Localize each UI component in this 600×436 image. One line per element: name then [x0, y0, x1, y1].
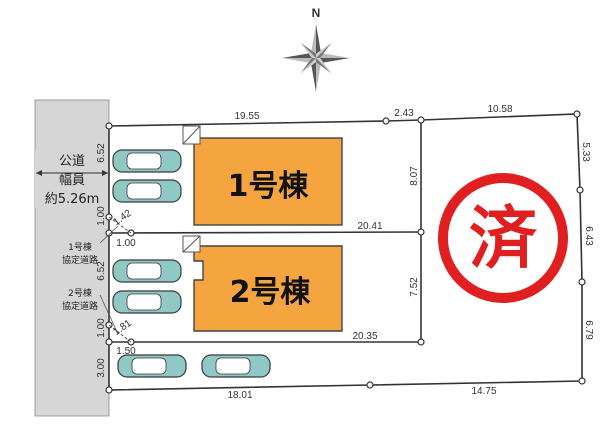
shared-road-2-line1: 2号棟	[68, 287, 92, 299]
dim-diag2: 1.81	[111, 318, 134, 338]
dim-bottom-right: 14.75	[471, 386, 496, 397]
car-icon	[112, 149, 182, 173]
shared-road-1-line1: 1号棟	[68, 241, 92, 253]
road-label-line2: 幅員	[59, 173, 85, 188]
dim-diag1: 1.42	[111, 208, 134, 228]
dim-right-lower: 6.79	[583, 320, 594, 340]
dim-right-upper: 5.33	[580, 142, 591, 162]
car-icon	[201, 354, 271, 378]
building-1: 1号棟	[182, 125, 343, 226]
dim-right-mid: 6.43	[583, 226, 594, 246]
car-icon	[112, 259, 182, 283]
shared-road-leaders	[99, 225, 119, 335]
building-2-label: 2号棟	[230, 275, 312, 310]
sold-stamp: 済	[438, 173, 568, 303]
dim-top-left: 19.55	[234, 111, 259, 122]
dim-mid-vertical-lower: 7.52	[409, 277, 420, 297]
dim-left-gap2: 1.00	[96, 318, 107, 338]
dim-left-lot1: 6.52	[96, 143, 107, 163]
road-label-line1: 公道	[59, 154, 85, 169]
shared-road-1-line2: 協定道路	[62, 254, 98, 266]
car-icon	[117, 354, 187, 378]
road-label-line3: 約5.26m	[45, 192, 100, 207]
dim-lot2-bottom: 20.35	[352, 331, 377, 342]
dim-top-mid: 2.43	[394, 108, 414, 119]
dim-bottom-left: 18.01	[227, 390, 252, 401]
dim-top-right: 10.58	[487, 104, 512, 115]
road-width-label: 公道 幅員 約5.26m	[35, 150, 109, 208]
dim-inner1: 1.00	[116, 238, 136, 249]
car-icon	[112, 290, 182, 314]
building-2: 2号棟	[182, 235, 343, 332]
building-1-label: 1号棟	[228, 169, 310, 204]
dim-left-bottom: 3.00	[96, 358, 107, 378]
dim-lot1-bottom: 20.41	[357, 221, 382, 232]
dim-inner2: 1.50	[116, 346, 136, 357]
dim-left-gap1: 1.00	[96, 206, 107, 226]
shared-road-lines	[108, 216, 132, 343]
dim-left-lot2: 6.52	[96, 261, 107, 281]
car-icon	[112, 179, 182, 203]
parking-cars	[112, 149, 271, 378]
dim-mid-vertical-upper: 8.07	[409, 166, 420, 186]
compass-rose: N	[282, 6, 350, 92]
shared-road-2-line2: 協定道路	[62, 300, 98, 312]
sold-stamp-text: 済	[469, 200, 538, 279]
compass-north-label: N	[312, 6, 321, 20]
